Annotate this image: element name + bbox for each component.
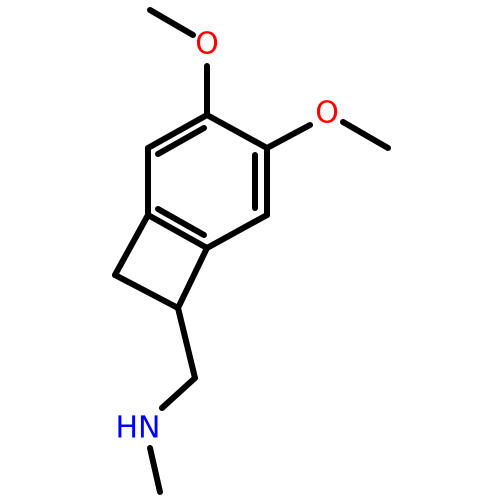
bond-ch-ch2n <box>175 305 198 381</box>
bond-cb-ch2-ch <box>112 272 181 311</box>
atom-label-nitrogen: HN <box>116 411 161 446</box>
bond-o-top-methyl <box>147 7 196 38</box>
bond-ring-c1-c2 <box>145 112 210 151</box>
bond-ring-c4-c5 <box>204 212 270 251</box>
bond-ring-c3-c4 <box>145 212 210 251</box>
bond-ch2n-n <box>159 375 198 411</box>
atom-label-oxygen-right: O <box>315 96 339 131</box>
bond-o-right-methyl <box>340 119 391 151</box>
bond-ring-c1-c2-inner <box>155 125 207 157</box>
bond-ring-c3-c4-inner <box>155 206 207 238</box>
bond-ring-c6-c1 <box>204 112 270 151</box>
bond-c6-o-right <box>264 122 313 151</box>
bond-cb-c3-ch2 <box>112 212 151 278</box>
bond-n-methyl <box>147 445 163 495</box>
atom-label-oxygen-top: O <box>195 27 219 62</box>
bond-cb-ch-c4 <box>175 245 210 311</box>
